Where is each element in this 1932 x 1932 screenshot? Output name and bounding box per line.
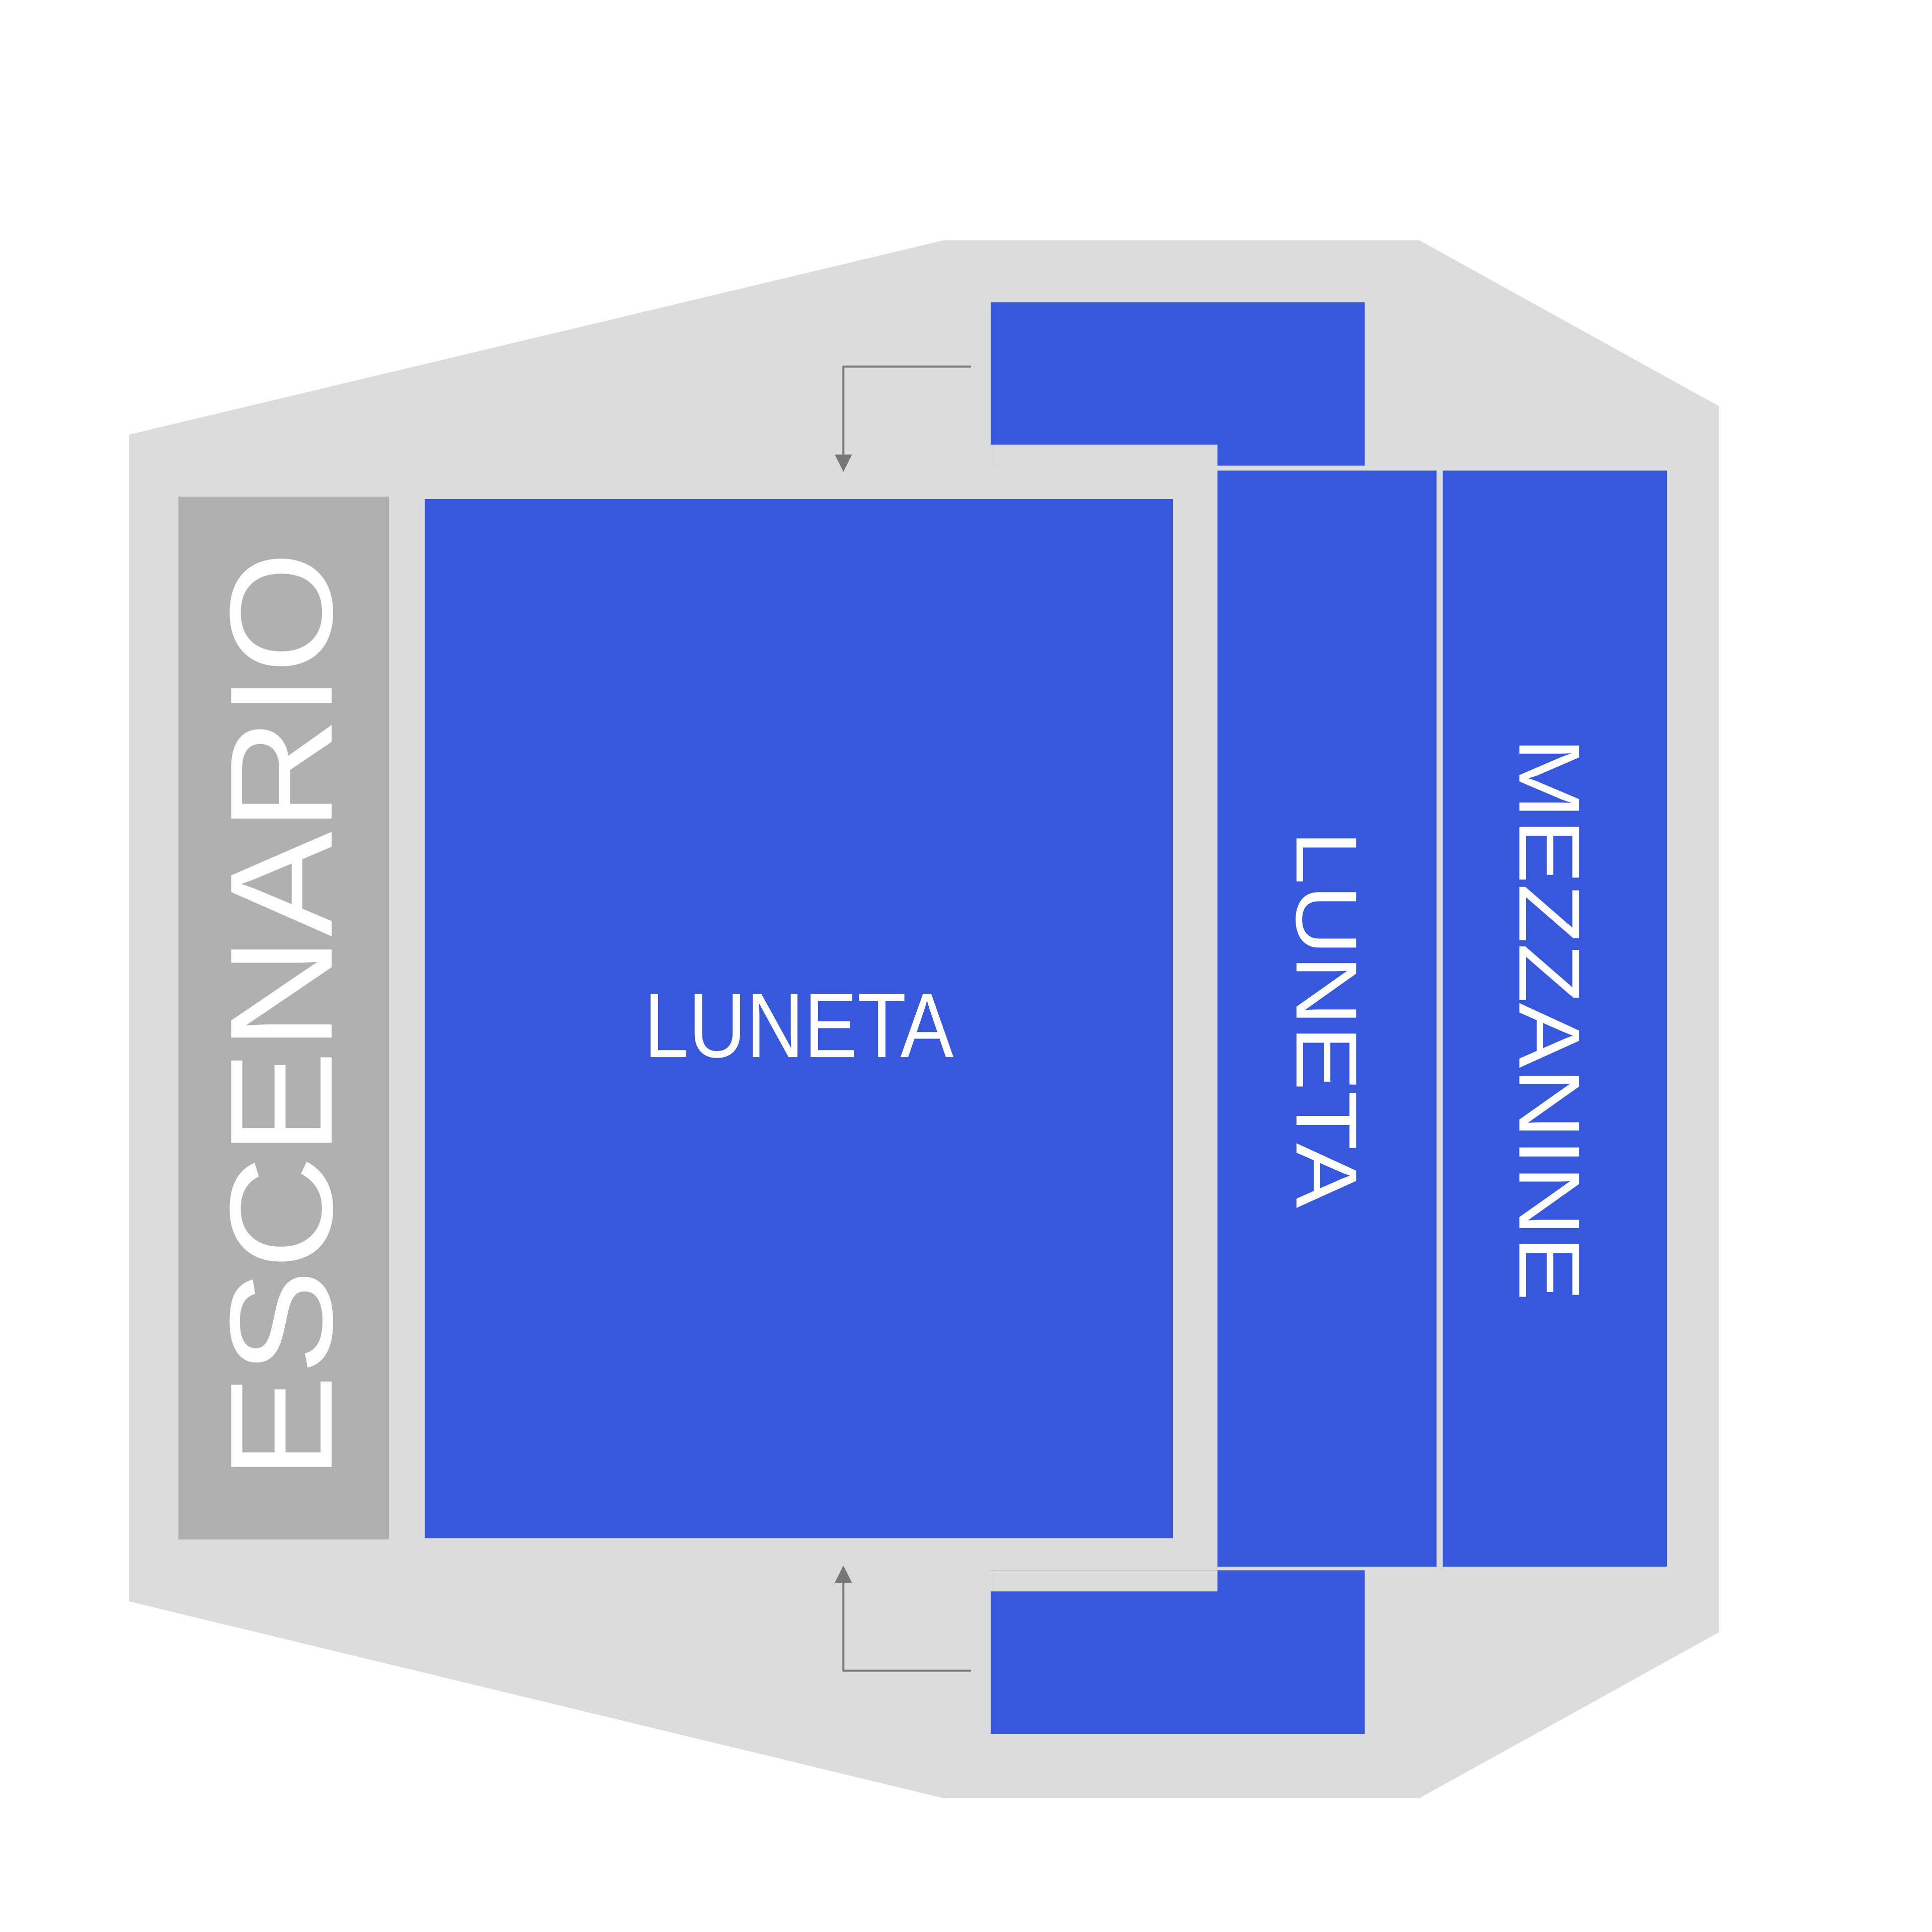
section-mezzanine-area[interactable] bbox=[1442, 470, 1667, 1567]
section-luneta-main-area[interactable] bbox=[425, 499, 1173, 1539]
section-upper-box[interactable] bbox=[991, 302, 1365, 466]
section-luneta-main[interactable]: LUNETA bbox=[425, 499, 1173, 1539]
section-lower-box[interactable] bbox=[991, 1570, 1365, 1734]
lower-access-arrow-icon bbox=[835, 1565, 971, 1672]
upper-access-arrow-icon bbox=[835, 365, 971, 472]
section-lower-box-area[interactable] bbox=[991, 1570, 1365, 1734]
section-luneta-rear-area[interactable] bbox=[1217, 470, 1437, 1567]
section-luneta-main-label: LUNETA bbox=[644, 974, 954, 1077]
lower-box-notch bbox=[991, 1570, 1218, 1592]
section-mezzanine[interactable]: MEZZANINE bbox=[1442, 470, 1667, 1567]
stage-label: ESCENARIO bbox=[199, 551, 363, 1480]
stage: ESCENARIO bbox=[178, 497, 389, 1540]
section-luneta-rear[interactable]: LUNETA bbox=[1217, 470, 1437, 1567]
section-mezzanine-label: MEZZANINE bbox=[1501, 738, 1598, 1301]
upper-box-notch bbox=[991, 444, 1218, 466]
section-upper-box-area[interactable] bbox=[991, 302, 1365, 466]
stage-area bbox=[178, 497, 389, 1540]
section-luneta-rear-label: LUNETA bbox=[1278, 830, 1375, 1208]
